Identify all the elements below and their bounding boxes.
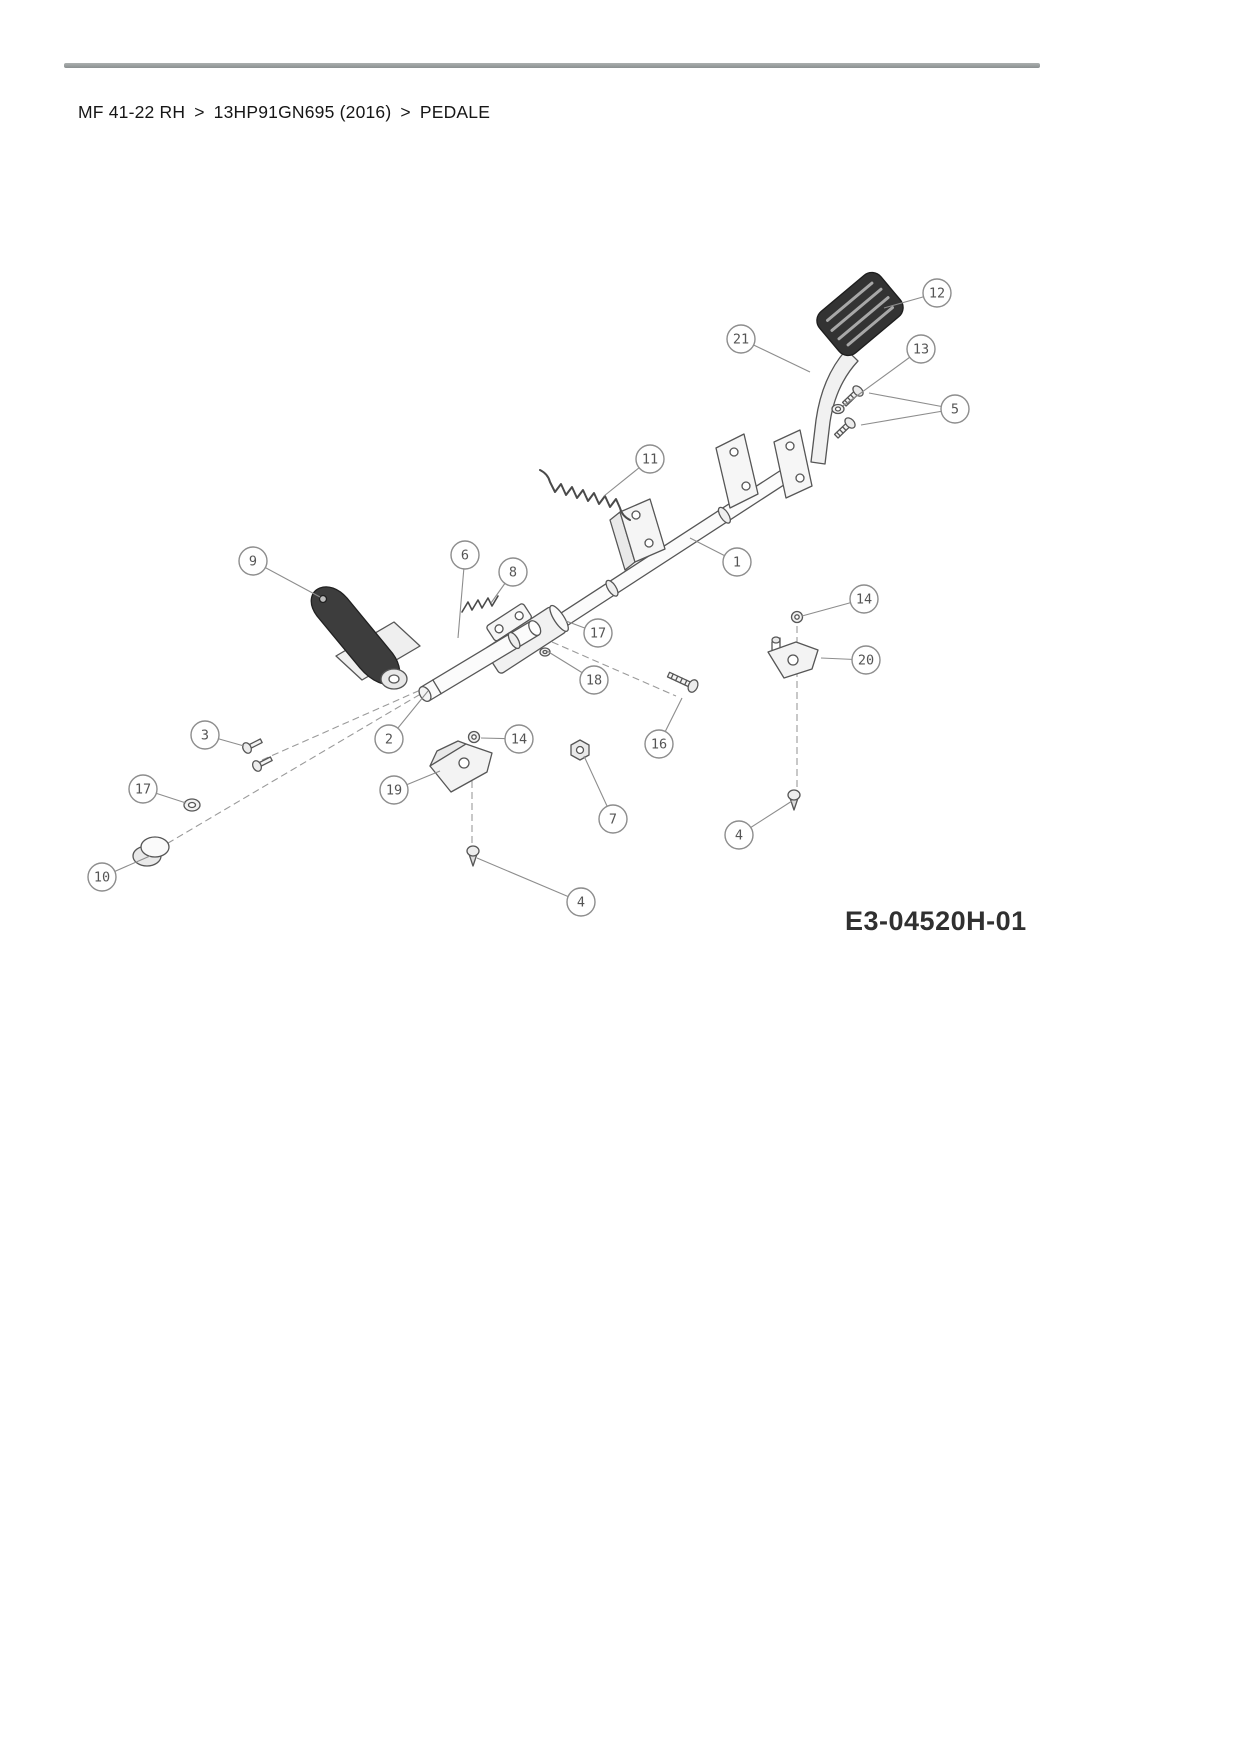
svg-text:18: 18	[586, 673, 602, 689]
svg-text:8: 8	[509, 565, 517, 581]
breadcrumb-separator: >	[400, 102, 411, 122]
part-bracket-20	[767, 636, 819, 679]
svg-text:4: 4	[735, 828, 743, 844]
callout-5: 5	[860, 392, 970, 426]
part-spring-8	[461, 595, 499, 613]
callout-14: 14	[801, 584, 879, 617]
svg-text:7: 7	[609, 812, 617, 828]
svg-text:12: 12	[929, 286, 945, 302]
svg-text:9: 9	[249, 554, 257, 570]
part-bolt-4-right	[787, 789, 801, 811]
part-pedal-pad-12	[816, 271, 904, 357]
part-nut-7	[570, 739, 590, 761]
svg-text:10: 10	[94, 870, 110, 886]
part-pedal-arm-21	[810, 349, 859, 465]
callout-12: 12	[883, 278, 952, 309]
callout-21: 21	[726, 324, 811, 373]
callout-4: 4	[724, 800, 793, 850]
callout-4: 4	[476, 857, 596, 917]
callout-3: 3	[190, 720, 245, 750]
svg-text:6: 6	[461, 548, 469, 564]
part-washer-14-right	[790, 610, 804, 624]
svg-text:20: 20	[858, 653, 874, 669]
svg-text:5: 5	[951, 402, 959, 418]
svg-text:13: 13	[913, 342, 929, 358]
part-pivot-tube-2	[418, 620, 542, 702]
top-divider	[64, 63, 1040, 68]
breadcrumb: MF 41-22 RH >13HP91GN695 (2016) > PEDALE	[78, 102, 490, 123]
svg-text:11: 11	[642, 452, 658, 468]
callout-2: 2	[374, 690, 429, 754]
callout-9: 9	[238, 546, 321, 598]
part-support-bracket	[609, 498, 666, 571]
part-shaft-1	[553, 466, 795, 630]
part-shaft-bracket-right	[773, 429, 813, 499]
part-spring-11	[539, 469, 631, 521]
part-screw-16	[666, 671, 699, 693]
callout-6: 6	[450, 540, 480, 639]
svg-text:14: 14	[511, 732, 527, 748]
breadcrumb-section: PEDALE	[419, 102, 491, 122]
part-bolt-5b	[833, 417, 856, 439]
callout-16: 16	[644, 697, 683, 759]
part-washer-14-center	[467, 730, 481, 744]
callout-14: 14	[480, 724, 534, 754]
breadcrumb-serial[interactable]: 13HP91GN695 (2016)	[213, 102, 392, 122]
callout-17: 17	[128, 774, 187, 804]
part-washer-18	[539, 647, 551, 657]
callout-10: 10	[87, 855, 151, 892]
svg-text:17: 17	[590, 626, 606, 642]
svg-text:14: 14	[856, 592, 872, 608]
svg-text:3: 3	[201, 728, 209, 744]
callout-18: 18	[546, 650, 609, 695]
svg-text:17: 17	[135, 782, 151, 798]
svg-text:2: 2	[385, 732, 393, 748]
callout-7: 7	[583, 755, 628, 834]
breadcrumb-model[interactable]: MF 41-22 RH	[78, 102, 186, 122]
part-bolt-3b	[251, 756, 273, 772]
svg-text:4: 4	[577, 895, 585, 911]
part-bolt-3a	[241, 738, 263, 754]
diagram-code: E3-04520H-01	[845, 906, 1027, 936]
part-cap-10	[132, 836, 170, 867]
svg-text:19: 19	[386, 783, 402, 799]
callout-13: 13	[842, 334, 936, 407]
svg-text:16: 16	[651, 737, 667, 753]
svg-text:21: 21	[733, 332, 749, 348]
part-bolt-4-bottom	[466, 845, 480, 867]
callout-20: 20	[820, 645, 881, 675]
callout-11: 11	[603, 444, 665, 497]
part-lever-9	[310, 586, 408, 690]
callout-19: 19	[379, 770, 441, 805]
part-bracket-19	[429, 740, 493, 793]
part-shaft-bracket-left	[715, 433, 759, 509]
callout-1: 1	[689, 537, 752, 577]
callout-17: 17	[565, 618, 613, 648]
part-washer-13	[831, 403, 845, 415]
part-washer-17-left	[183, 798, 201, 812]
svg-text:1: 1	[733, 555, 741, 571]
callout-8: 8	[490, 557, 528, 604]
breadcrumb-separator: >	[194, 102, 205, 122]
